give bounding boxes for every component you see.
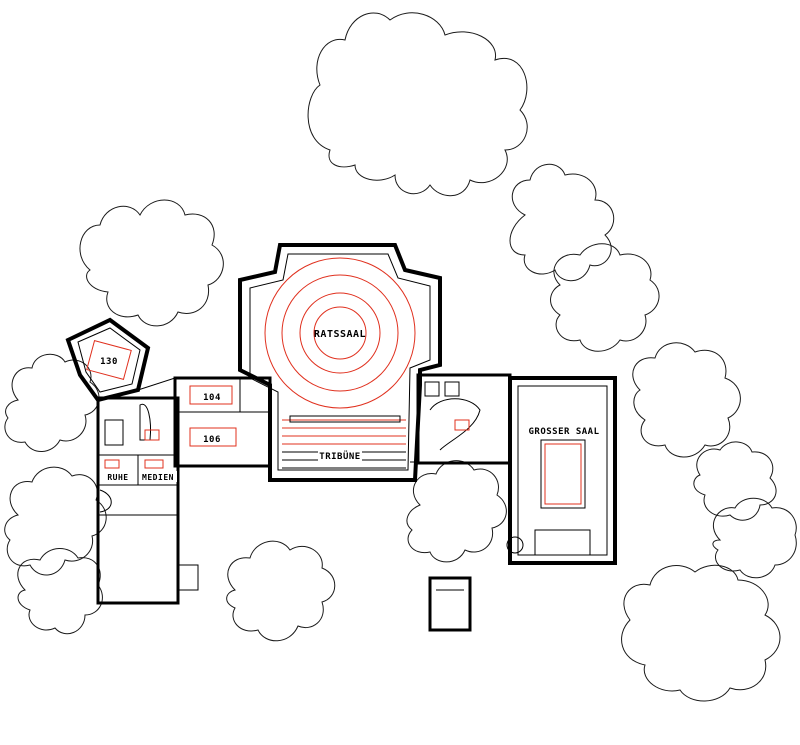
ratssaal-ring-2: [281, 274, 399, 392]
south-kiosk: [428, 576, 472, 632]
ratssaal-outer-wall: [238, 243, 442, 482]
grosser-saal-table: [540, 439, 586, 509]
tribune-seating: [282, 415, 406, 469]
tree-south-center: [226, 540, 336, 642]
tree-north-east: [509, 163, 615, 282]
grosser-saal-outer: [508, 376, 617, 565]
room-106-label: 106: [203, 435, 221, 445]
far-west-wing: RUHE MEDIEN: [96, 396, 199, 605]
table-106: [189, 427, 237, 447]
east-connector-outer: [416, 373, 512, 465]
tree-south-middle: [406, 460, 507, 563]
tree-east-2: [632, 342, 741, 458]
grosser-saal-label: GROSSER SAAL: [528, 427, 599, 437]
table-130: [86, 339, 132, 381]
tree-east-3: [693, 441, 777, 521]
ratssaal-ring-3: [299, 292, 381, 374]
trees: [4, 12, 797, 702]
ratssaal-inner-wall: [249, 253, 431, 471]
east-connector: [410, 373, 512, 465]
medien-label: MEDIEN: [142, 473, 174, 482]
tree-east-1: [550, 243, 660, 352]
room-130-label: 130: [100, 357, 118, 367]
far-west-wing-outer: [96, 396, 180, 605]
tree-south-east: [621, 564, 781, 702]
tree-west-2: [4, 353, 100, 452]
grosser-saal-building: GROSSER SAAL: [506, 376, 617, 565]
tree-west-3: [4, 466, 107, 576]
room-130-inner-wall: [77, 327, 141, 393]
south-kiosk-outer: [428, 576, 472, 632]
ratssaal-building: RATSSAAL TRIBÜNE: [238, 243, 442, 482]
room-130-pavilion: 130: [65, 317, 176, 403]
table-104: [189, 385, 233, 405]
tree-west-1: [79, 199, 224, 327]
ratssaal-ring-4: [313, 306, 367, 360]
grosser-saal-stage: [534, 529, 591, 556]
stair-east: [429, 398, 481, 451]
tree-north: [307, 12, 528, 197]
tribuene-label: TRIBÜNE: [319, 451, 360, 462]
ratssaal-label: RATSSAAL: [314, 329, 366, 340]
ratssaal-ring-1: [264, 257, 416, 409]
west-wing-outer: [173, 376, 272, 468]
tree-west-4: [17, 548, 103, 635]
west-wing: 104 106: [173, 376, 272, 468]
ruhe-label: RUHE: [107, 473, 128, 482]
spiral-stair: [506, 536, 524, 554]
tree-east-4: [712, 497, 797, 579]
room-104-label: 104: [203, 393, 221, 403]
